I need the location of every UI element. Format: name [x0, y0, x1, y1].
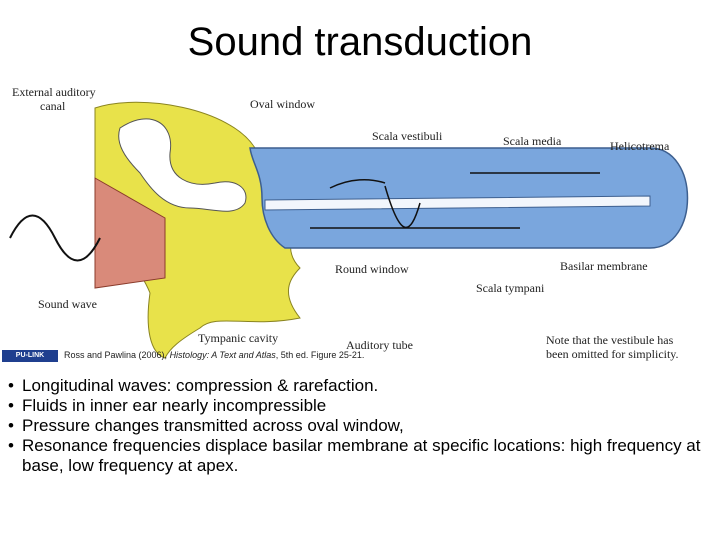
- bullet-item: Fluids in inner ear nearly incompressibl…: [8, 396, 712, 416]
- figure-citation: Ross and Pawlina (2006), Histology: A Te…: [64, 350, 364, 360]
- ear-diagram: External auditory canal Oval window Scal…: [9, 85, 689, 361]
- bullet-item: Resonance frequencies displace basilar m…: [8, 436, 712, 476]
- bullet-list: Longitudinal waves: compression & rarefa…: [8, 376, 712, 476]
- basilar-membrane: [264, 195, 651, 211]
- membrane-displacement: [384, 185, 421, 229]
- label-round-window: Round window: [335, 262, 409, 276]
- vestibuli-arrow: [329, 178, 386, 189]
- label-auditory-tube: Auditory tube: [346, 338, 413, 352]
- ossicles: [118, 118, 247, 212]
- label-basilar-membrane: Basilar membrane: [560, 259, 648, 273]
- label-external-canal-2: canal: [40, 99, 66, 113]
- bullet-item: Longitudinal waves: compression & rarefa…: [8, 376, 712, 396]
- publisher-logo: PU-LINK: [2, 350, 58, 362]
- tympanic-membrane: [94, 177, 166, 289]
- bullet-item: Pressure changes transmitted across oval…: [8, 416, 712, 436]
- slide-title: Sound transduction: [187, 20, 533, 64]
- label-oval-window: Oval window: [250, 97, 315, 111]
- label-sound-wave: Sound wave: [38, 297, 97, 311]
- label-scala-vestibuli: Scala vestibuli: [372, 129, 443, 143]
- label-external-canal-1: External auditory: [12, 85, 96, 99]
- label-helicotrema: Helicotrema: [610, 139, 670, 153]
- label-scala-media: Scala media: [503, 134, 562, 148]
- label-tympanic-cavity: Tympanic cavity: [198, 331, 278, 345]
- citation-prefix: Ross and Pawlina (2006),: [64, 350, 170, 360]
- citation-suffix: , 5th ed. Figure 25-21.: [275, 350, 365, 360]
- citation-book: Histology: A Text and Atlas: [169, 350, 276, 360]
- note-line-1: Note that the vestibule has: [546, 333, 674, 347]
- note-line-2: been omitted for simplicity.: [546, 347, 679, 361]
- label-scala-tympani: Scala tympani: [476, 281, 545, 295]
- sound-wave-line: [9, 214, 101, 262]
